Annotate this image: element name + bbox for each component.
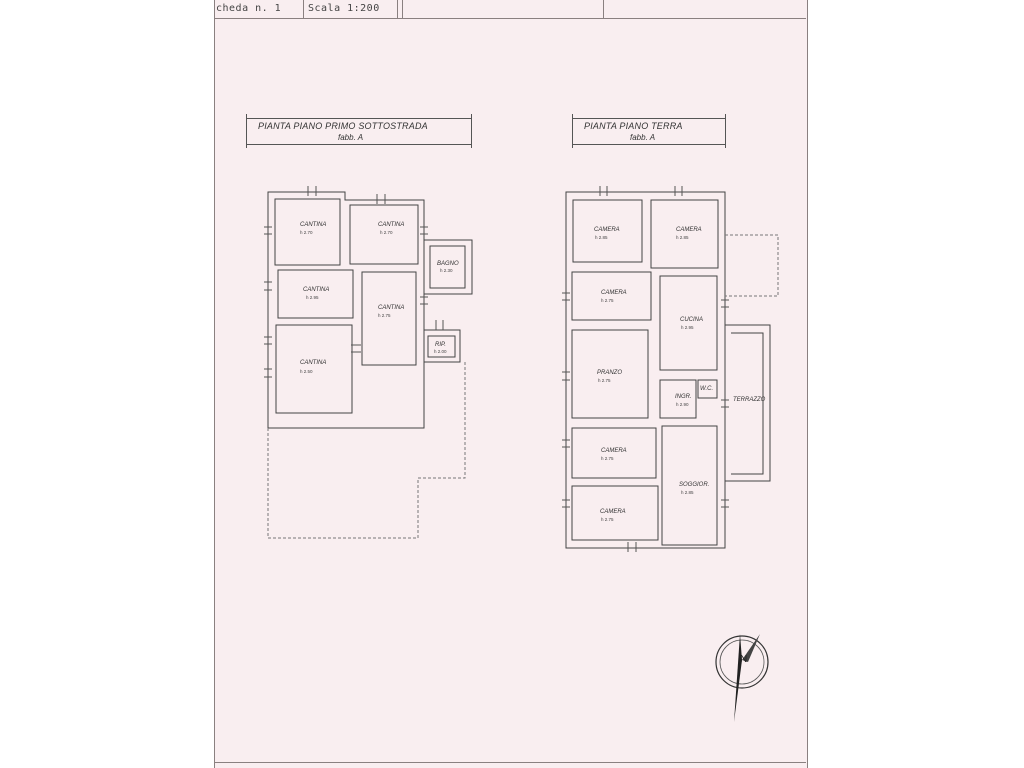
- room-name: CANTINA: [378, 305, 404, 311]
- plan-title-block-basement: PIANTA PIANO PRIMO SOTTOSTRADA fabb. A: [246, 114, 472, 148]
- room-name: CAMERA: [600, 509, 626, 515]
- room-height: h 2.00: [434, 349, 447, 354]
- room-name: TERRAZZO: [733, 397, 766, 403]
- room-name: CANTINA: [378, 222, 404, 228]
- header-divider: [402, 0, 403, 18]
- ground-room-labels: CAMERA h 2.85 CAMERA h 2.85 CAMERA h 2.7…: [594, 227, 766, 522]
- plan-subtitle: fabb. A: [338, 133, 364, 142]
- plan-title: PIANTA PIANO TERRA: [584, 121, 683, 131]
- room-height: h 2.75: [601, 298, 614, 303]
- room-height: h 2.75: [601, 517, 614, 522]
- room-height: h 2.70: [300, 230, 313, 235]
- room-height: h 2.85: [595, 235, 608, 240]
- room-height: h 2.95: [681, 325, 694, 330]
- room-height: h 2.75: [378, 313, 391, 318]
- room-height: h 2.85: [681, 490, 694, 495]
- room-height: h 2.75: [598, 378, 611, 383]
- room-height: h 2.85: [676, 235, 689, 240]
- room-name: CAMERA: [676, 227, 702, 233]
- room-name: CANTINA: [300, 360, 326, 366]
- room-name: CAMERA: [594, 227, 620, 233]
- room-height: h 2.90: [676, 402, 689, 407]
- room-name: RIP.: [435, 342, 446, 348]
- sheet-label: cheda n. 1: [216, 3, 282, 14]
- basement-dashed-outline: [267, 362, 466, 539]
- room-name: CUCINA: [680, 317, 703, 323]
- room-name: PRANZO: [597, 370, 622, 376]
- room-name: CAMERA: [601, 290, 627, 296]
- room-height: h 2.30: [440, 268, 453, 273]
- north-label: N: [740, 654, 747, 665]
- room-name: CANTINA: [303, 287, 329, 293]
- room-height: h 2.50: [300, 369, 313, 374]
- plan-subtitle: fabb. A: [630, 133, 656, 142]
- ground-dashed-outline: [725, 234, 779, 297]
- room-name: BAGNO: [437, 261, 459, 267]
- basement-room-labels: CANTINA h 2.70 CANTINA h 2.70 BAGNO h 2.…: [300, 222, 459, 374]
- ground-walls: [565, 191, 771, 549]
- room-name: CAMERA: [601, 448, 627, 454]
- plan-title: PIANTA PIANO PRIMO SOTTOSTRADA: [258, 121, 428, 131]
- north-arrow-icon: N: [715, 634, 769, 722]
- header-rule: [214, 18, 806, 19]
- ground-openings: [562, 186, 729, 552]
- room-height: h 2.95: [306, 295, 319, 300]
- basement-openings: [264, 186, 444, 378]
- header-divider: [303, 0, 304, 18]
- header-divider: [397, 0, 398, 18]
- room-height: h 2.75: [601, 456, 614, 461]
- room-name: W.C.: [700, 386, 713, 392]
- room-name: CANTINA: [300, 222, 326, 228]
- scale-label: Scala 1:200: [308, 3, 380, 14]
- room-name: SOGGIOR.: [679, 482, 709, 488]
- header-divider: [603, 0, 604, 18]
- plan-title-block-ground: PIANTA PIANO TERRA fabb. A: [572, 114, 726, 148]
- room-height: h 2.70: [380, 230, 393, 235]
- basement-walls: [267, 191, 473, 429]
- room-name: INGR.: [675, 394, 692, 400]
- bottom-rule: [214, 762, 806, 763]
- drawing-sheet: [214, 0, 808, 768]
